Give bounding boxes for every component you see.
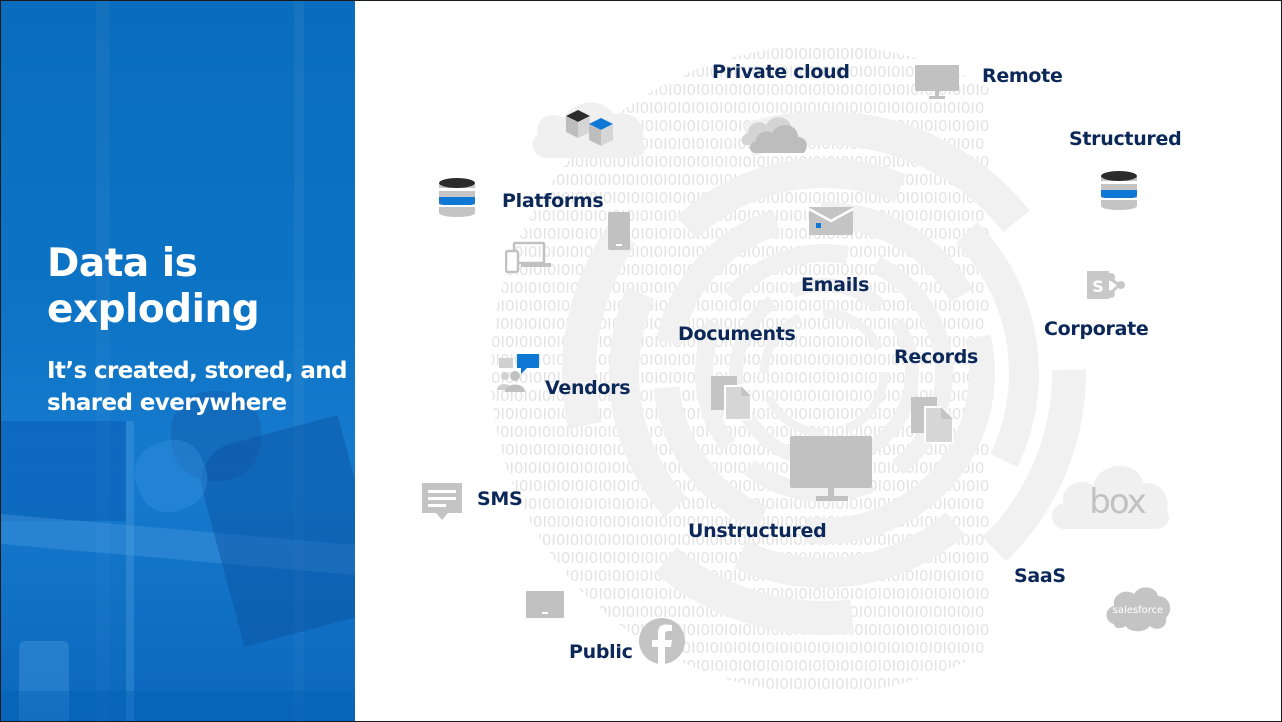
background-photo <box>1 1 355 721</box>
label-vendors: Vendors <box>545 377 631 399</box>
label-structured: Structured <box>1069 128 1182 150</box>
monitor-icon <box>790 436 872 501</box>
label-public: Public <box>569 641 633 663</box>
private-cloud-cubes-icon <box>532 102 646 158</box>
label-private-cloud: Private cloud <box>712 61 850 83</box>
tablet-icon <box>526 591 564 618</box>
label-documents: Documents <box>678 323 796 345</box>
devices-icon <box>505 241 551 273</box>
phone-icon <box>608 212 630 250</box>
label-emails: Emails <box>801 274 870 296</box>
label-corporate: Corporate <box>1044 318 1149 340</box>
cloud-storage-icon <box>741 117 807 153</box>
salesforce-logo-icon: salesforce <box>1106 587 1171 632</box>
left-panel: Data is exploding It’s created, stored, … <box>1 1 355 721</box>
documents-icon <box>711 376 752 420</box>
svg-text:S: S <box>1092 277 1104 296</box>
subtitle-line-2: shared everywhere <box>47 390 287 416</box>
label-saas: SaaS <box>1014 565 1066 587</box>
vendors-chat-icon <box>497 354 539 392</box>
email-icon <box>809 207 853 235</box>
sms-icon <box>422 483 462 520</box>
label-platforms: Platforms <box>502 190 604 212</box>
facebook-logo-icon <box>639 618 685 665</box>
database-icon <box>1101 171 1137 210</box>
sharepoint-icon: S <box>1087 271 1125 299</box>
label-unstructured: Unstructured <box>688 520 827 542</box>
label-sms: SMS <box>477 488 523 510</box>
subtitle-line-1: It’s created, stored, and <box>47 358 347 384</box>
label-remote: Remote <box>982 65 1063 87</box>
svg-text:box: box <box>1089 482 1146 522</box>
records-icon <box>911 397 954 443</box>
title-line-2: exploding <box>47 287 260 332</box>
svg-text:salesforce: salesforce <box>1113 605 1164 616</box>
slide-title: Data is exploding <box>47 241 347 333</box>
concentric-rings <box>562 111 1086 635</box>
slide-subtitle: It’s created, stored, and shared everywh… <box>47 355 347 419</box>
box-logo-icon: box <box>1051 465 1170 529</box>
database-icon <box>439 178 475 217</box>
title-line-1: Data is <box>47 241 198 286</box>
monitor-icon <box>915 65 959 99</box>
label-records: Records <box>894 346 979 368</box>
